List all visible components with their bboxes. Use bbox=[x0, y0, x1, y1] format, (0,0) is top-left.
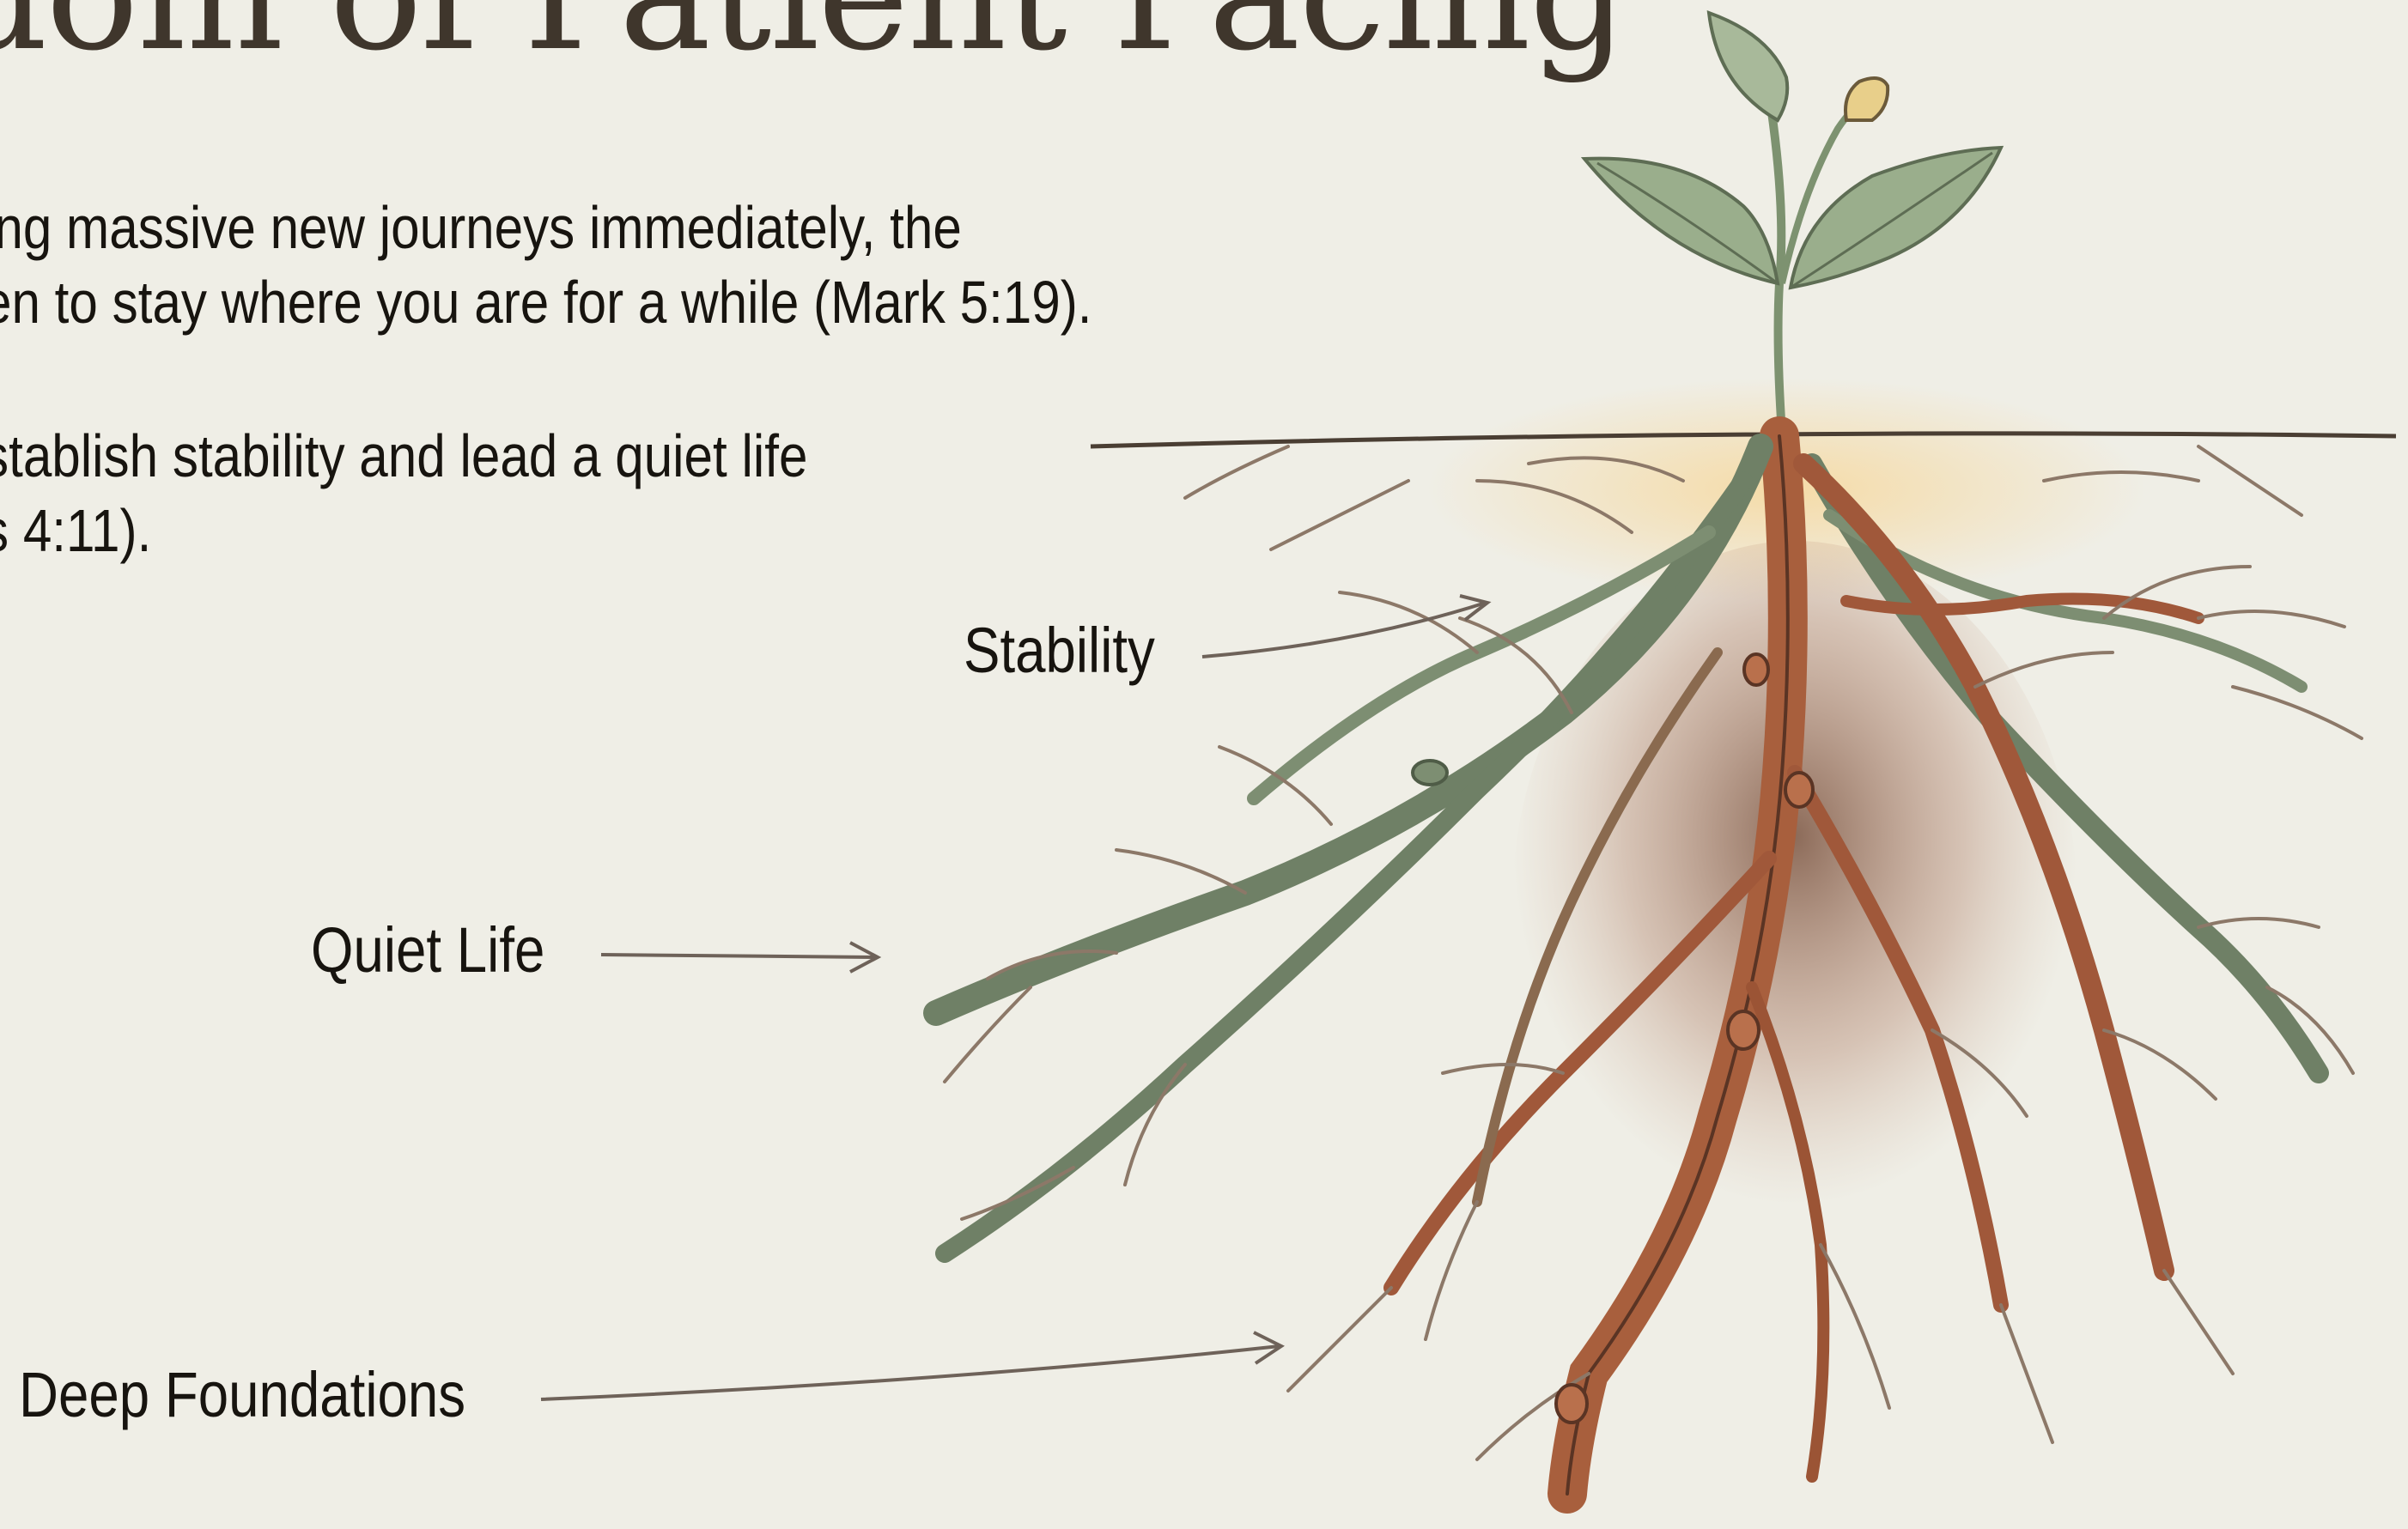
label-deep-foundations: Deep Foundations bbox=[19, 1358, 465, 1431]
body-line: s 4:11). bbox=[0, 494, 807, 568]
label-quiet-life: Quiet Life bbox=[311, 913, 544, 986]
body-line: stablish stability and lead a quiet life bbox=[0, 419, 807, 494]
slide-title: dom of Patient Pacing bbox=[0, 0, 1627, 85]
body-line: ing massive new journeys immediately, th… bbox=[0, 191, 1092, 265]
body-line: en to stay where you are for a while (Ma… bbox=[0, 265, 1092, 340]
body-paragraph-1: ing massive new journeys immediately, th… bbox=[0, 191, 1092, 340]
label-arrows bbox=[541, 596, 1487, 1399]
arrow-deep-foundations bbox=[541, 1346, 1280, 1399]
arrow-quiet-life bbox=[601, 955, 876, 957]
arrow-stability bbox=[1202, 603, 1486, 657]
label-stability: Stability bbox=[964, 614, 1155, 687]
sprout-icon bbox=[1584, 13, 2001, 434]
body-paragraph-2: stablish stability and lead a quiet life… bbox=[0, 419, 807, 568]
